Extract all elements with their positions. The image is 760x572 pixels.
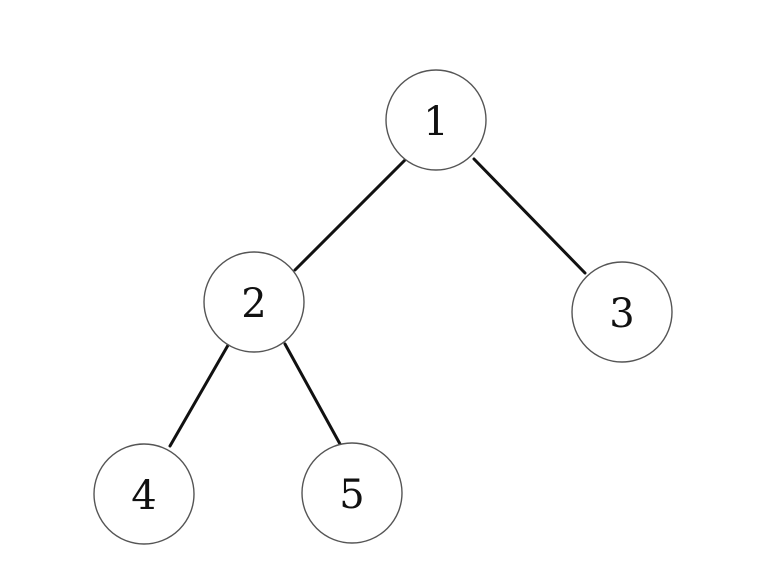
edge-2-5: [283, 342, 342, 446]
node-4-label: 4: [131, 473, 156, 519]
node-2-label: 2: [241, 281, 266, 327]
node-5-label: 5: [339, 472, 364, 518]
edge-1-3: [472, 157, 587, 275]
node-3: 3: [571, 261, 673, 363]
node-3-circle: [571, 261, 673, 363]
edge-2-4: [168, 338, 233, 448]
node-1-circle: [385, 69, 487, 171]
node-4: 4: [93, 443, 195, 545]
edges-layer: [168, 157, 587, 448]
node-4-circle: [93, 443, 195, 545]
node-3-label: 3: [609, 291, 634, 337]
node-5-circle: [301, 442, 403, 544]
node-1: 1: [385, 69, 487, 171]
node-2-circle: [203, 251, 305, 353]
node-5: 5: [301, 442, 403, 544]
node-1-label: 1: [423, 99, 448, 145]
node-2: 2: [203, 251, 305, 353]
edge-1-2: [293, 158, 407, 272]
